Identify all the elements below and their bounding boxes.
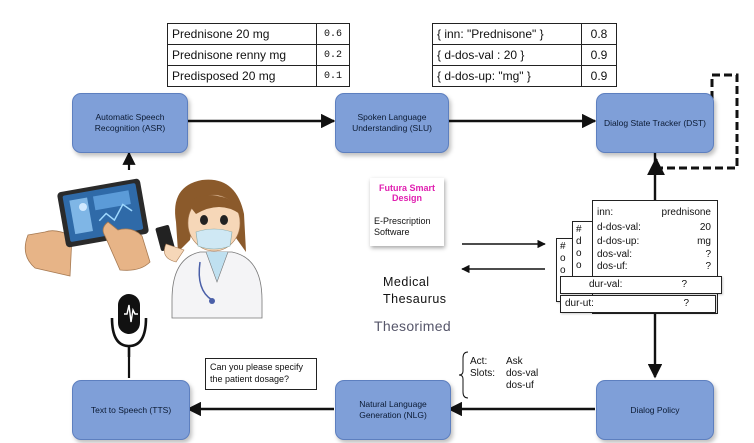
software-label: E-Prescription Software <box>374 216 431 237</box>
module-label: Automatic Speech Recognition (ASR) <box>94 112 166 133</box>
slot-value: prednisone <box>661 207 711 218</box>
table-row: Prednisone 20 mg 0.6 <box>167 23 350 45</box>
slot-name: d-dos-val: <box>597 222 641 233</box>
card-fragment: o <box>560 253 566 264</box>
hypothesis-text: Prednisone renny mg <box>167 44 317 66</box>
hypothesis-text: { d-dos-val : 20 } <box>432 44 582 66</box>
dialog-state-row-dur-val: dur-val: ? <box>560 276 722 294</box>
state-row: d-dos-up: mg <box>597 236 711 247</box>
table-row: Prednisone renny mg 0.2 <box>167 44 350 66</box>
brand-name: Futura Smart Design <box>378 183 435 203</box>
act-value: Ask <box>506 356 523 367</box>
dialog-state-row-dur-ut: dur-ut: ? <box>560 295 716 313</box>
hypothesis-text: { d-dos-up: "mg" } <box>432 65 582 87</box>
slot-value: dos-val <box>506 368 539 379</box>
slot-name: inn: <box>597 207 614 218</box>
module-asr: Automatic Speech Recognition (ASR) <box>72 93 188 153</box>
slu-nbest-table: { inn: "Prednisone" } 0.8 { d-dos-val : … <box>432 23 617 87</box>
module-label: Dialog Policy <box>630 404 680 415</box>
table-row: Predisposed 20 mg 0.1 <box>167 65 350 87</box>
hypothesis-score: 0.9 <box>581 65 617 87</box>
module-label: Natural Language Generation (NLG) <box>359 399 427 420</box>
module-label: Spoken Language Understanding (SLU) <box>352 112 432 133</box>
slot-value: ? <box>705 249 711 260</box>
card-fragment: # <box>560 241 566 252</box>
state-row: inn: prednisone <box>597 207 711 218</box>
module-label: Dialog State Tracker (DST) <box>603 117 707 128</box>
state-row: dos-val: ? <box>597 249 711 260</box>
act-label: Act: <box>470 356 488 367</box>
microphone-icon <box>110 294 148 357</box>
card-fragment: o <box>576 260 582 271</box>
tablet-hand-illustration <box>24 178 151 277</box>
slot-name: d-dos-up: <box>597 236 640 247</box>
card-fragment: o <box>560 265 566 276</box>
slot-value: dos-uf <box>506 380 534 391</box>
slot-value: ? <box>705 261 711 272</box>
module-slu: Spoken Language Understanding (SLU) <box>335 93 449 153</box>
eprescription-software-logo: Futura Smart Design E-Prescription Softw… <box>370 178 444 246</box>
medical-thesaurus-label: Medical Thesaurus <box>383 275 447 306</box>
slot-value: 20 <box>699 222 711 233</box>
asr-nbest-table: Prednisone 20 mg 0.6 Prednisone renny mg… <box>167 23 350 87</box>
action-brace <box>458 351 469 399</box>
hypothesis-score: 0.6 <box>316 23 350 45</box>
hypothesis-score: 0.8 <box>581 23 617 45</box>
doctor-illustration <box>155 179 263 319</box>
slots-label: Slots: <box>470 368 496 379</box>
hypothesis-score: 0.2 <box>316 44 350 66</box>
table-row: { d-dos-val : 20 } 0.9 <box>432 44 617 66</box>
card-fragment: d <box>576 236 582 247</box>
card-fragment: o <box>576 248 582 259</box>
module-tts: Text to Speech (TTS) <box>72 380 190 440</box>
hypothesis-text: { inn: "Prednisone" } <box>432 23 582 45</box>
slot-name: dos-val: <box>597 249 633 260</box>
policy-action: Act: Ask Slots: dos-val dos-uf <box>470 356 538 392</box>
slot-value: mg <box>697 236 711 247</box>
card-fragment: # <box>576 224 582 235</box>
state-row: dos-uf: ? <box>597 261 711 272</box>
module-nlg: Natural Language Generation (NLG) <box>335 380 451 440</box>
thesorimed-logo: Thesorimed <box>374 318 451 334</box>
hypothesis-text: Prednisone 20 mg <box>167 23 317 45</box>
hypothesis-score: 0.9 <box>581 44 617 66</box>
hypothesis-text: Predisposed 20 mg <box>167 65 317 87</box>
module-label: Text to Speech (TTS) <box>90 404 172 415</box>
module-policy: Dialog Policy <box>596 380 714 440</box>
slot-name: dur-ut: <box>565 298 594 309</box>
table-row: { d-dos-up: "mg" } 0.9 <box>432 65 617 87</box>
slot-value: ? <box>681 279 687 290</box>
table-row: { inn: "Prednisone" } 0.8 <box>432 23 617 45</box>
slot-value: ? <box>683 298 689 309</box>
module-dst: Dialog State Tracker (DST) <box>596 93 714 153</box>
state-row: d-dos-val: 20 <box>597 222 711 233</box>
hypothesis-score: 0.1 <box>316 65 350 87</box>
slot-name: dos-uf: <box>597 261 628 272</box>
slot-name: dur-val: <box>589 279 623 290</box>
system-prompt-text: Can you please specify the patient dosag… <box>205 358 317 390</box>
